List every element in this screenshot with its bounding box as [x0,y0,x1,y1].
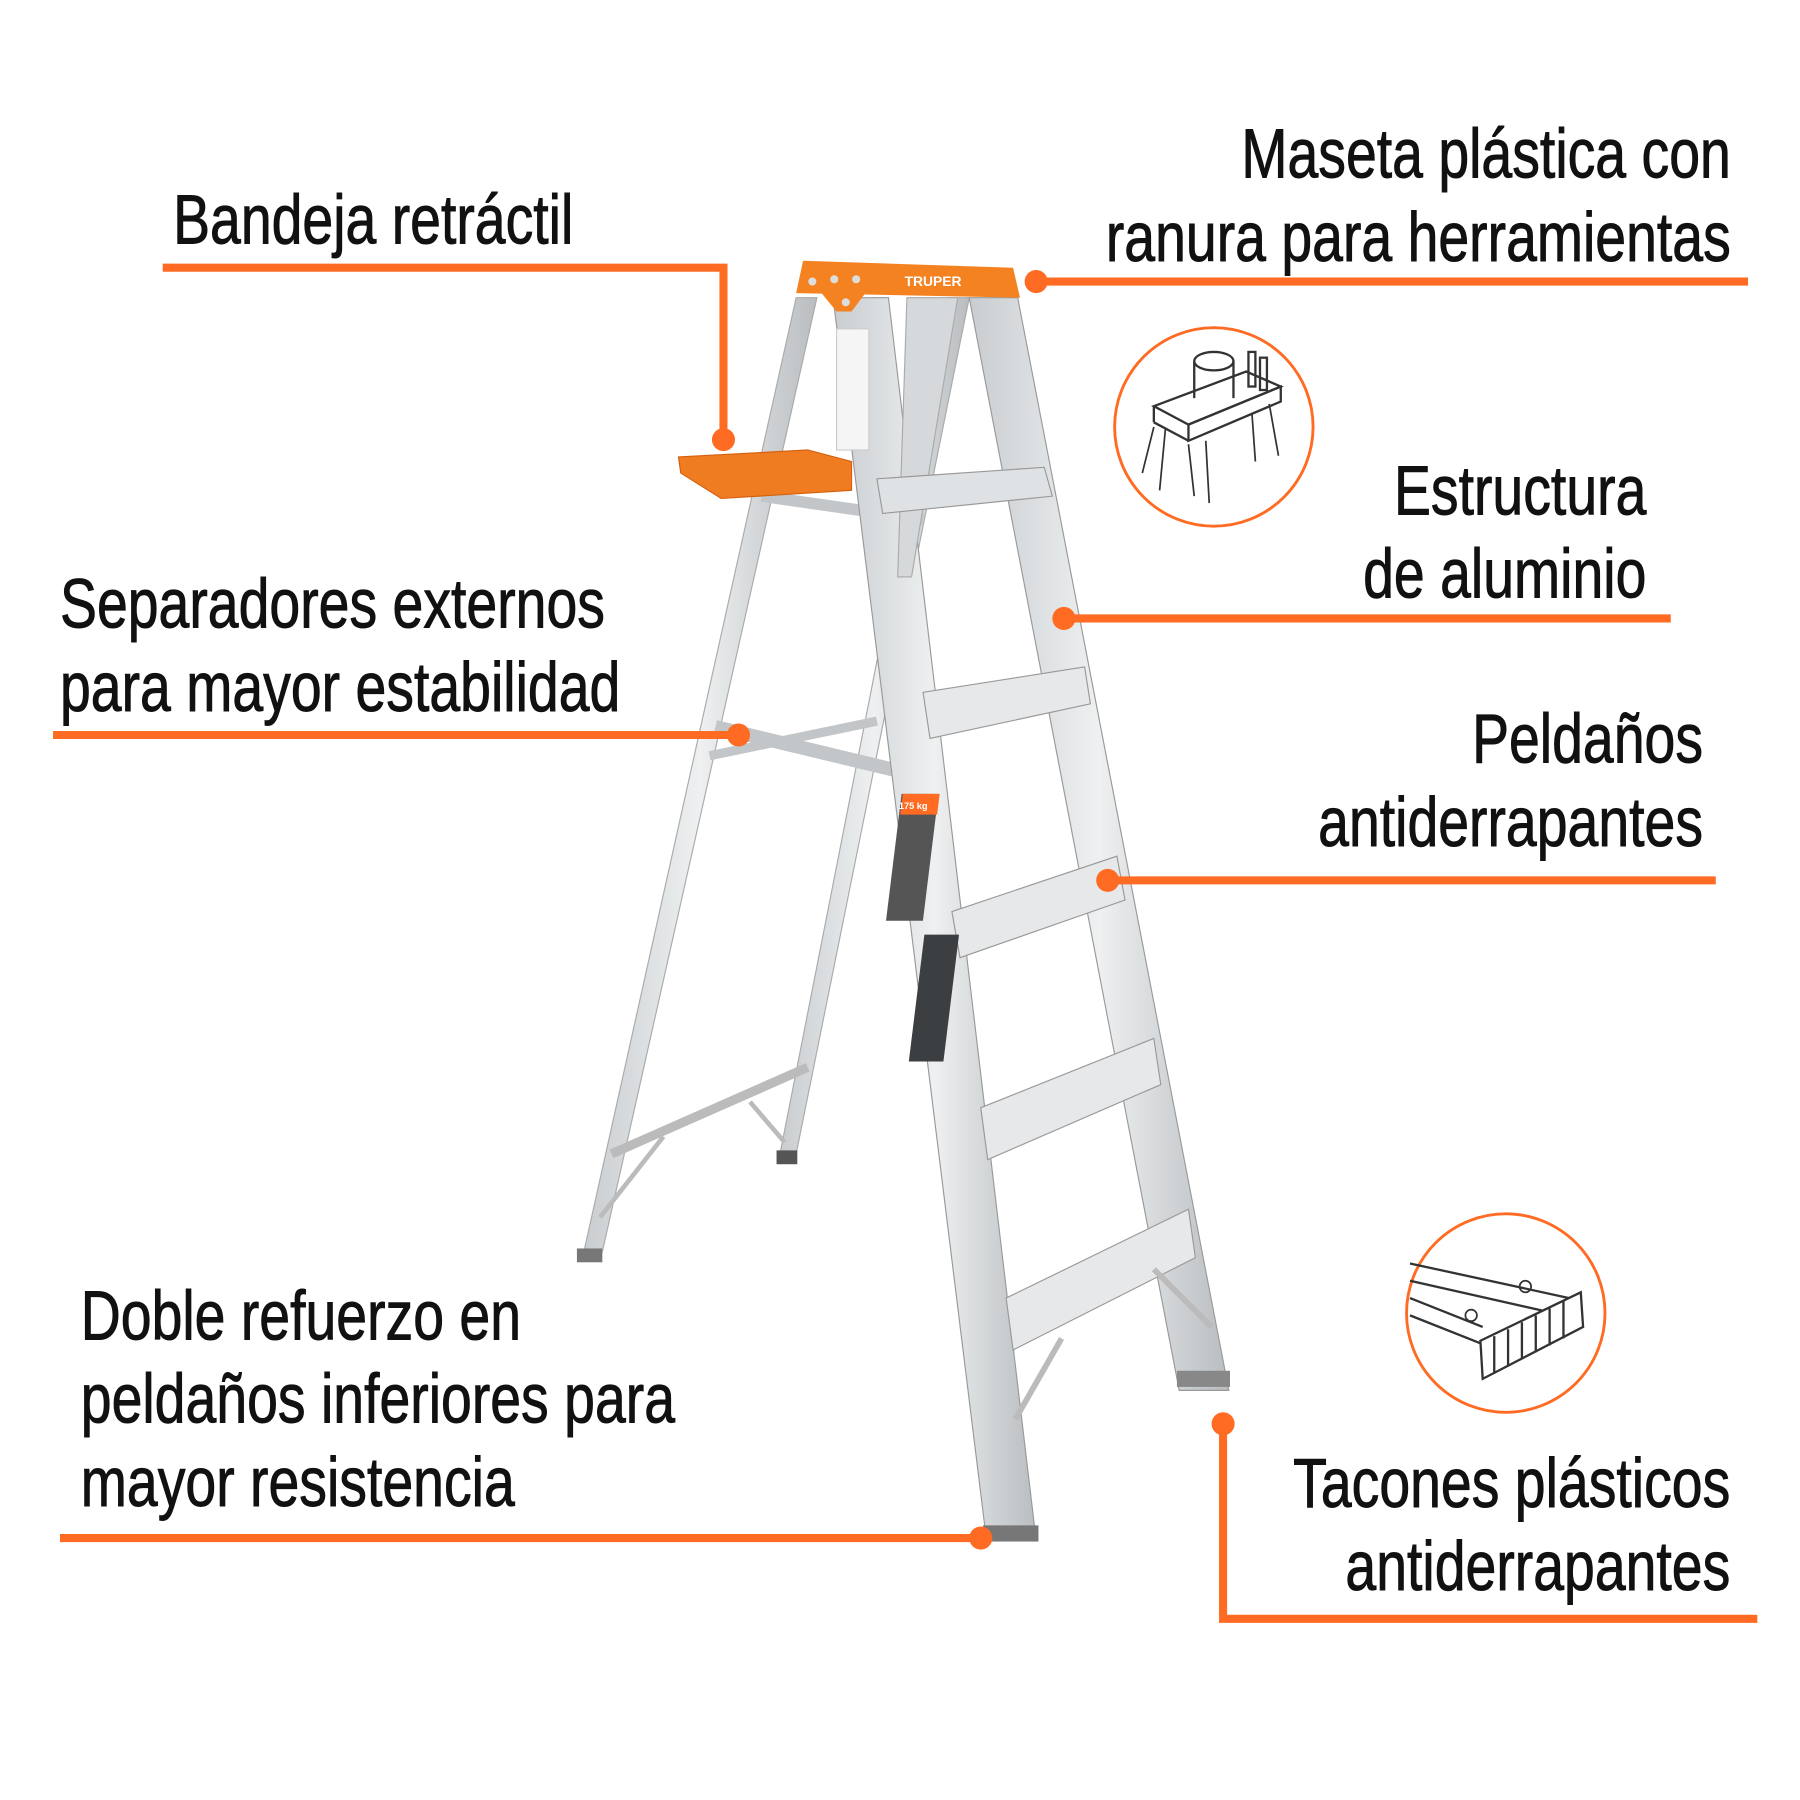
callout-reinforcement: Doble refuerzo en peldaños inferiores pa… [80,1275,675,1524]
front-rails [832,297,1230,1541]
callout-text: Separadores externos [59,565,606,643]
spec-label [886,793,939,921]
callout-text: Doble refuerzo en [80,1277,522,1355]
foot-detail-icon [1405,1212,1607,1414]
callout-text: Estructura [1394,452,1647,530]
callout-text: de aluminio [1363,535,1647,613]
callout-dots [711,269,1235,1550]
callout-steps: Peldaños antiderrapantes [1318,698,1704,864]
callout-text: para mayor estabilidad [59,648,621,726]
ladder-steps [876,466,1230,1542]
callout-text: mayor resistencia [80,1443,515,1521]
callout-feet: Tacones plásticos antiderrapantes [1293,1442,1732,1608]
callout-text: Bandeja retráctil [173,181,574,259]
callout-text: Peldaños [1472,700,1704,778]
callout-text: Maseta plástica con [1241,115,1731,193]
retractable-tray [677,449,853,500]
callout-text: antiderrapantes [1318,783,1704,861]
callout-text: antiderrapantes [1345,1527,1732,1605]
callout-top-cap: Maseta plástica con ranura para herramie… [1105,113,1731,279]
callout-text: peldaños inferiores para [80,1360,675,1438]
ladder-capacity: 175 kg [899,801,928,811]
top-cap [796,260,1020,312]
callout-structure: Estructura de aluminio [1363,450,1647,616]
callout-tray: Bandeja retráctil [173,179,574,262]
callout-text: Tacones plásticos [1293,1444,1731,1522]
callout-text: ranura para herramientas [1105,198,1731,276]
top-cap-detail-icon [1113,326,1315,528]
ladder-brand: TRUPER [905,273,962,289]
callout-spreaders: Separadores externos para mayor estabili… [59,563,621,729]
callout-lines [53,263,1758,1623]
